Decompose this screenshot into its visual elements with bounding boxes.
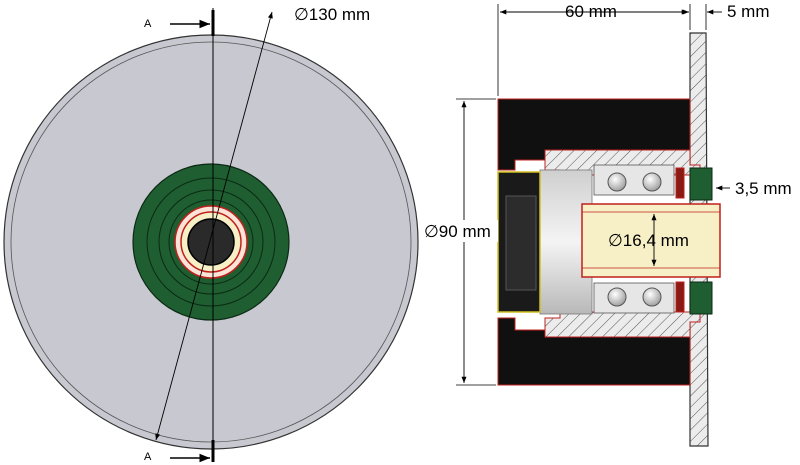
ball-icon bbox=[642, 172, 662, 192]
section-view: ∅16,4 mm 60 mm 5 mm ∅90 mm 3,5 mm bbox=[424, 2, 792, 447]
front-view: A A ∅130 mm bbox=[3, 5, 419, 463]
seal-top-red bbox=[675, 167, 685, 199]
tire-diameter-label-bg bbox=[424, 220, 498, 242]
bore-hole bbox=[187, 218, 235, 266]
ball-icon bbox=[642, 287, 662, 307]
seal-bottom-red bbox=[675, 281, 685, 313]
seal-bottom-green bbox=[689, 281, 713, 315]
seal-top-green bbox=[689, 167, 713, 201]
end-cap-inner bbox=[505, 195, 537, 291]
ball-icon bbox=[607, 287, 627, 307]
bore-diameter-label: ∅16,4 mm bbox=[608, 231, 689, 250]
tire-diameter-label: ∅90 mm bbox=[424, 222, 491, 241]
hub-body-bottom bbox=[544, 311, 701, 338]
outer-diameter-dimension-line bbox=[155, 11, 273, 441]
seal-gap-label: 3,5 mm bbox=[735, 179, 792, 198]
section-mark-bottom: A bbox=[144, 451, 152, 463]
outer-diameter-label: ∅130 mm bbox=[294, 5, 370, 24]
bearing-top bbox=[593, 164, 675, 196]
shaft-sleeve bbox=[581, 203, 721, 278]
flange-thickness-label: 5 mm bbox=[727, 2, 770, 21]
bearing-top-race bbox=[593, 164, 675, 196]
bearing-bottom bbox=[593, 282, 675, 314]
section-mark-top: A bbox=[144, 18, 152, 30]
overall-length-label: 60 mm bbox=[565, 2, 617, 21]
bearing-bottom-race bbox=[593, 282, 675, 314]
ball-icon bbox=[607, 172, 627, 192]
